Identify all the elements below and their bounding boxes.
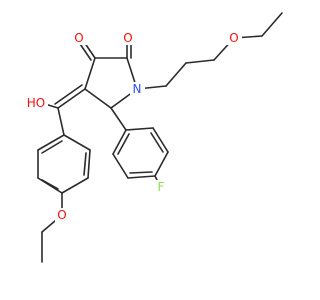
structure-diagram: O O N O HO O F [24, 12, 283, 263]
bond [57, 88, 86, 109]
label-backdrop [72, 31, 87, 45]
bond [129, 171, 153, 174]
bond [154, 151, 169, 177]
bond [152, 127, 169, 153]
label-backdrop [121, 31, 136, 45]
bond [112, 129, 127, 155]
bond [150, 132, 164, 153]
bond [41, 140, 63, 154]
bond [57, 107, 65, 136]
bond [112, 153, 129, 179]
bond [83, 152, 87, 176]
bond [37, 134, 65, 151]
bond [84, 57, 96, 90]
bond [165, 62, 187, 87]
bond [110, 107, 127, 131]
bond [84, 88, 112, 109]
chain-ether-oxygen-label: O [229, 31, 238, 45]
bond [41, 179, 59, 190]
lactam-oxygen-label: O [123, 31, 132, 45]
aryl-ether-oxygen-label: O [57, 208, 66, 222]
bond-layer [37, 12, 283, 263]
bond [261, 12, 283, 37]
bond [125, 127, 154, 131]
bond [185, 59, 215, 64]
label-backdrop [154, 180, 168, 194]
label-backdrop [24, 96, 48, 110]
hydroxyl-label: HO [27, 96, 45, 110]
fluorine-label: F [158, 180, 165, 194]
bond [117, 133, 130, 155]
bond [54, 84, 83, 105]
label-backdrop [55, 208, 70, 222]
atom-label-layer: O O N O HO O F [24, 31, 242, 222]
bond [87, 149, 91, 179]
label-backdrop [130, 82, 145, 96]
ketone-oxygen-label: O [74, 31, 83, 45]
bond [61, 177, 89, 194]
bond [127, 175, 156, 179]
label-backdrop [227, 31, 242, 45]
ring-nitrogen-label: N [133, 82, 142, 96]
bond [63, 134, 91, 151]
